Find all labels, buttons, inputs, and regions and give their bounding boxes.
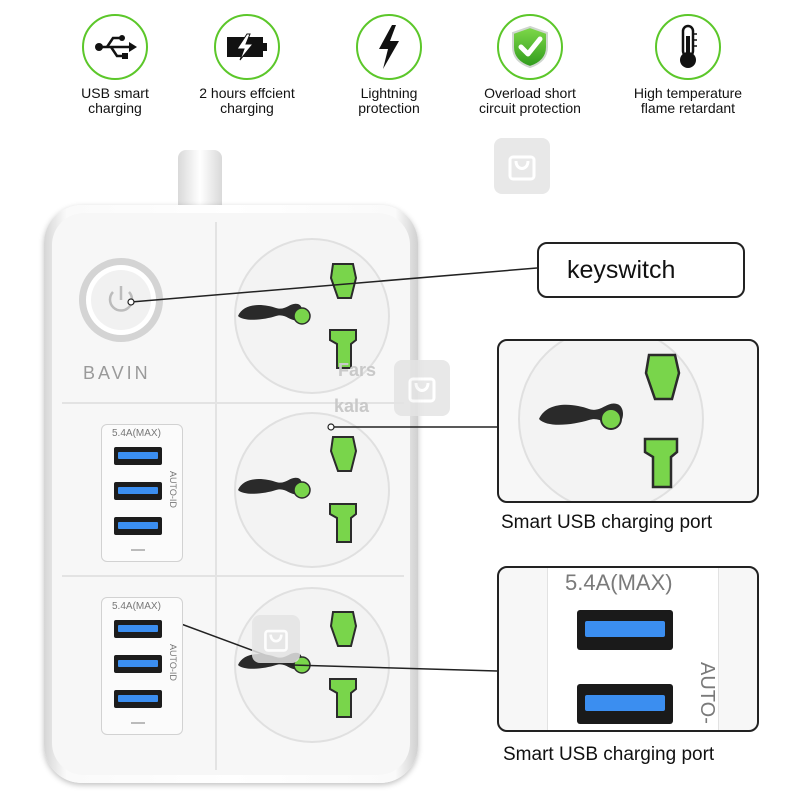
usb-leader-line — [164, 617, 498, 672]
feature-label-line2: charging — [220, 100, 274, 116]
socket-zoom-callout — [497, 339, 759, 503]
shield-check-icon — [497, 14, 563, 80]
feature-label-line2: flame retardant — [640, 100, 736, 116]
usb-port[interactable] — [114, 620, 162, 638]
usb-port[interactable] — [114, 655, 162, 673]
socket-leader-dot — [327, 423, 335, 431]
keyswitch-leader-dot — [127, 298, 135, 306]
keyswitch-label: keyswitch — [567, 256, 676, 284]
usb-zoom-port[interactable] — [577, 610, 673, 650]
feature-flame-retardant: High temperature flame retardant — [613, 14, 763, 116]
usb-max-current: 5.4A(MAX) — [112, 601, 161, 612]
usb-max-current: 5.4A(MAX) — [112, 428, 161, 439]
lightning-icon — [356, 14, 422, 80]
usb-zoom-port[interactable] — [577, 684, 673, 724]
usb-port-group: 5.4A(MAX) AUTO-ID — [101, 597, 183, 735]
watermark-text-line2: kala — [334, 396, 370, 416]
usb-auto-id-label: AUTO-ID — [168, 644, 178, 681]
brand-logo-text: BAVIN — [83, 363, 151, 383]
usb-zoom-max-label: 5.4A(MAX) — [565, 570, 673, 595]
battery-bolt-icon — [214, 14, 280, 80]
watermark-bag-icon — [394, 360, 450, 416]
socket-callout-caption: Smart USB charging port — [501, 512, 713, 533]
feature-label-line1: 2 hours effcient — [199, 85, 295, 101]
usb-port[interactable] — [114, 447, 162, 465]
usb-port[interactable] — [114, 482, 162, 500]
usb-zoom-callout: 5.4A(MAX) AUTO- — [497, 566, 759, 732]
usb-port[interactable] — [114, 690, 162, 708]
watermark-bag-icon — [494, 138, 550, 194]
usb-indicator-led — [131, 549, 145, 551]
usb-zoom-auto-label: AUTO- — [696, 662, 718, 724]
usb-auto-id-label: AUTO-ID — [168, 471, 178, 508]
thermometer-icon — [655, 14, 721, 80]
power-icon — [108, 286, 134, 312]
feature-label-line2: circuit protection — [479, 100, 581, 116]
power-cord — [178, 150, 222, 214]
feature-fast-charging: 2 hours effcient charging — [172, 14, 322, 116]
feature-lightning-protection: Lightning protection — [314, 14, 464, 116]
watermark-bag-icon — [252, 615, 300, 663]
feature-label-line2: charging — [88, 100, 142, 116]
feature-overload-protection: Overload short circuit protection — [455, 14, 605, 116]
ac-socket — [234, 238, 390, 394]
usb-callout-caption: Smart USB charging port — [503, 744, 715, 765]
ac-socket — [234, 412, 390, 568]
usb-icon — [82, 14, 148, 80]
usb-indicator-led — [131, 722, 145, 724]
usb-port-group: 5.4A(MAX) AUTO-ID — [101, 424, 183, 562]
keyswitch-leader-line — [130, 267, 538, 303]
watermark-text-line1: Fars — [338, 360, 377, 380]
keyswitch-callout: keyswitch — [537, 242, 745, 298]
feature-label-line1: Lightning — [360, 85, 418, 101]
feature-label-line1: Overload short — [484, 85, 576, 101]
socket-zoom-image — [518, 341, 704, 501]
feature-label-line2: protection — [358, 100, 420, 116]
feature-usb-charging: USB smart charging — [40, 14, 190, 116]
usb-port[interactable] — [114, 517, 162, 535]
feature-label-line1: USB smart — [81, 85, 149, 101]
feature-label-line1: High temperature — [633, 85, 743, 101]
